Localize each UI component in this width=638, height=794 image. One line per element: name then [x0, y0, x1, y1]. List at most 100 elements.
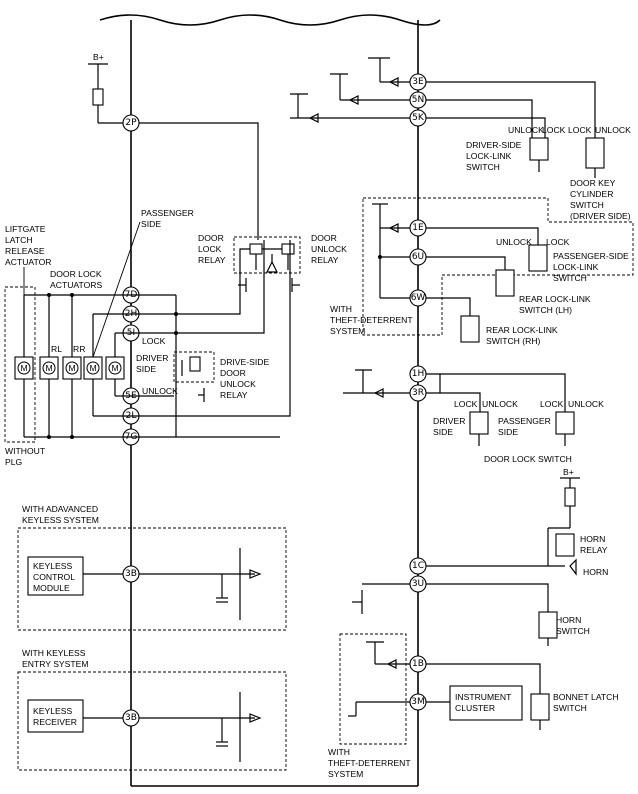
door-lock-relay-label-2: LOCK	[198, 244, 222, 254]
passenger-lock-link-label-1: PASSENGER-SIDE	[553, 251, 629, 261]
module-outline	[99, 14, 441, 787]
passenger-side-label-2: SIDE	[141, 219, 161, 229]
svg-text:3B: 3B	[125, 569, 137, 579]
with-theft-top-label-1: WITH	[330, 304, 352, 314]
adv-keyless-label-2: KEYLESS SYSTEM	[22, 515, 99, 525]
lock-label: LOCK	[142, 336, 166, 346]
connector-3E: 3E	[409, 73, 427, 91]
dls-passenger-side-label-2: SIDE	[498, 427, 518, 437]
bonnet-latch-label-2: SWITCH	[553, 703, 587, 713]
connector-2P: 2P	[122, 114, 140, 132]
instrument-cluster-box	[449, 685, 523, 721]
rear-lh-switch	[495, 269, 515, 297]
bplus-right-label: B+	[563, 467, 574, 477]
door-key-cylinder-switch	[585, 137, 605, 169]
horn-switch-box	[538, 611, 558, 639]
unlock-label: UNLOCK	[142, 386, 178, 396]
door-lock-relay-label-3: RELAY	[198, 255, 226, 265]
passenger-lock-link-label-2: LOCK-LINK	[553, 262, 599, 272]
receiver-label-1: KEYLESS	[33, 706, 72, 716]
driver-lock-link-switch	[529, 137, 549, 161]
theft-lock-link-circuits	[372, 203, 548, 343]
driver-side-label-1: DRIVER	[136, 353, 168, 363]
with-theft-bottom-label-2: THEFT-DETERRENT	[328, 758, 411, 768]
drive-side-relay-label-1: DRIVE-SIDE	[220, 357, 269, 367]
door-lock-actuators-label-1: DOOR LOCK	[50, 269, 102, 279]
passenger-side-label-1: PASSENGER	[141, 208, 194, 218]
door-lock-switch-label: DOOR LOCK SWITCH	[484, 454, 572, 464]
connector-5N: 5N	[409, 91, 427, 109]
rear-lh-label-2: SWITCH (LH)	[519, 305, 572, 315]
rear-lh-label-1: REAR LOCK-LINK	[519, 294, 591, 304]
connector-3R: 3R	[409, 384, 427, 402]
actuator-rl: M	[39, 356, 59, 380]
kcm-label-1: KEYLESS	[33, 561, 72, 571]
driver-switch-unlock-label: UNLOCK	[508, 125, 544, 135]
rear-rh-switch	[460, 315, 480, 343]
adv-keyless-label-1: WITH ADAVANCED	[22, 504, 98, 514]
dls-passenger-side-label-1: PASSENGER	[498, 416, 551, 426]
driver-lock-link-label-3: SWITCH	[466, 162, 500, 172]
with-theft-top-label-2: THEFT-DETERRENT	[330, 315, 413, 325]
connector-3M: 3M	[409, 693, 427, 711]
dls-driver-side-label-2: SIDE	[433, 427, 453, 437]
svg-text:6W: 6W	[411, 293, 426, 303]
driver-switch-lock-label: LOCK	[542, 125, 566, 135]
theft-deterrent-region-bottom	[339, 633, 407, 745]
svg-text:3U: 3U	[412, 579, 424, 589]
with-theft-top-label-3: SYSTEM	[330, 326, 365, 336]
door-unlock-relay-label-3: RELAY	[311, 255, 339, 265]
passenger-leader	[92, 221, 141, 358]
svg-text:6U: 6U	[412, 252, 424, 262]
dls-driver-lock-label: LOCK	[454, 399, 478, 409]
door-lock-unlock-relay	[233, 236, 301, 292]
dls-pass-lock-label: LOCK	[540, 399, 564, 409]
liftgate-label-4: ACTUATOR	[5, 257, 51, 267]
kcm-circuit	[83, 548, 262, 620]
driver-side-label-2: SIDE	[136, 364, 156, 374]
bonnet-cluster-circuits	[348, 641, 550, 730]
connector-3U: 3U	[409, 575, 427, 593]
connector-1C: 1C	[409, 557, 427, 575]
passenger-lock-link-label-3: SWITCH	[553, 273, 587, 283]
passenger-lock-link-switch	[528, 244, 548, 272]
connector-5K: 5K	[409, 109, 427, 127]
door-key-label-2: CYLINDER	[570, 189, 613, 199]
svg-text:5K: 5K	[412, 113, 425, 123]
liftgate-label-2: LATCH	[5, 235, 33, 245]
left-power-feed	[88, 63, 131, 124]
svg-text:1E: 1E	[412, 223, 424, 233]
connector-6W: 6W	[409, 289, 427, 307]
actuators: M M M M M	[14, 293, 280, 439]
door-unlock-relay-label-2: UNLOCK	[311, 244, 347, 254]
connector-3B-top: 3B	[122, 565, 140, 583]
bonnet-latch-label-1: BONNET LATCH	[553, 692, 619, 702]
connector-1E: 1E	[409, 219, 427, 237]
svg-text:1B: 1B	[412, 659, 424, 669]
right-top-circuits	[290, 57, 605, 178]
rl-label: RL	[51, 344, 62, 354]
horn-switch-label-1: HORN	[556, 615, 581, 625]
wire-2l-relay	[131, 240, 291, 417]
drive-side-relay-label-3: UNLOCK	[220, 379, 256, 389]
svg-text:1H: 1H	[412, 369, 425, 379]
driver-lock-link-label-1: DRIVER-SIDE	[466, 140, 522, 150]
door-lock-actuators-label-2: ACTUATORS	[50, 280, 102, 290]
svg-text:2P: 2P	[125, 118, 137, 128]
kcm-label-2: CONTROL	[33, 572, 75, 582]
instrument-cluster-label-1: INSTRUMENT	[455, 692, 512, 702]
svg-text:3M: 3M	[411, 697, 425, 707]
instrument-cluster-label-2: CLUSTER	[455, 703, 495, 713]
bplus-left-label: B+	[93, 52, 104, 62]
actuator-liftgate: M	[14, 356, 34, 380]
without-plg-dashed-box	[4, 286, 36, 443]
bonnet-latch-switch-box	[530, 693, 550, 721]
dls-pass-unlock-label: UNLOCK	[568, 399, 604, 409]
horn-relay-box	[555, 533, 575, 557]
door-lock-relay-label-1: DOOR	[198, 233, 224, 243]
svg-text:M: M	[112, 363, 119, 373]
kcm-label-3: MODULE	[33, 583, 70, 593]
svg-text:5N: 5N	[412, 95, 424, 105]
liftgate-label-3: RELEASE	[5, 246, 45, 256]
svg-text:M: M	[69, 363, 76, 373]
